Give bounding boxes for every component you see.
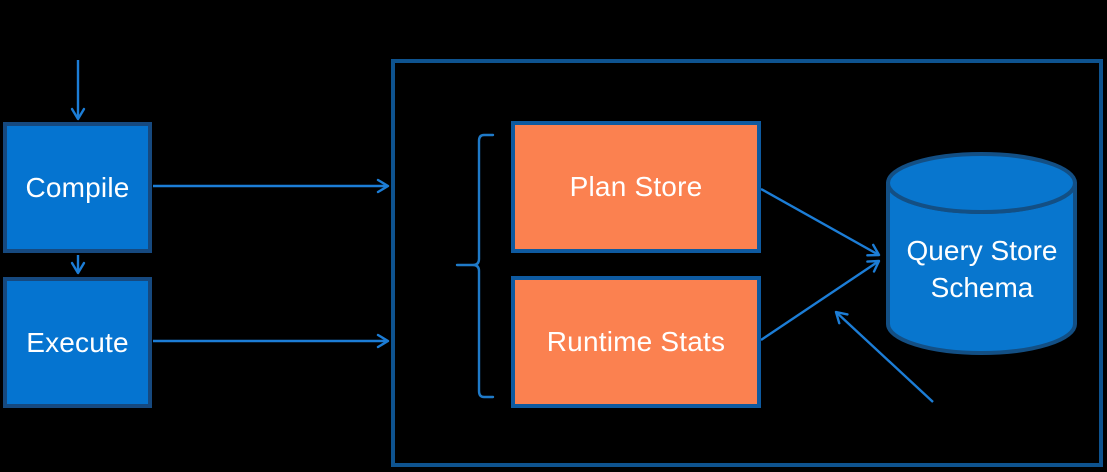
async-write-arrow	[834, 310, 934, 403]
plan-store-to-schema-arrow	[760, 187, 881, 257]
query-store-schema-label-line2: Schema	[930, 272, 1034, 303]
compile-label: Compile	[25, 171, 130, 203]
stores-bracket	[455, 133, 495, 399]
execute-node: Execute	[3, 277, 152, 408]
query-store-schema-label: Query Store Schema	[886, 232, 1078, 306]
plan-store-label: Plan Store	[569, 171, 703, 202]
execute-label: Execute	[26, 326, 129, 358]
runtime-stats-to-schema-arrow	[760, 259, 881, 341]
runtime-stats-label: Runtime Stats	[546, 326, 726, 357]
compile-node: Compile	[3, 122, 152, 253]
runtime-stats-node: Runtime Stats	[511, 276, 761, 408]
query-store-schema-label-line1: Query Store	[906, 235, 1058, 266]
cylinder-top	[886, 152, 1077, 214]
query-store-container-box	[391, 59, 1103, 467]
plan-store-node: Plan Store	[511, 121, 761, 253]
query-store-schema-cylinder	[886, 152, 1077, 355]
